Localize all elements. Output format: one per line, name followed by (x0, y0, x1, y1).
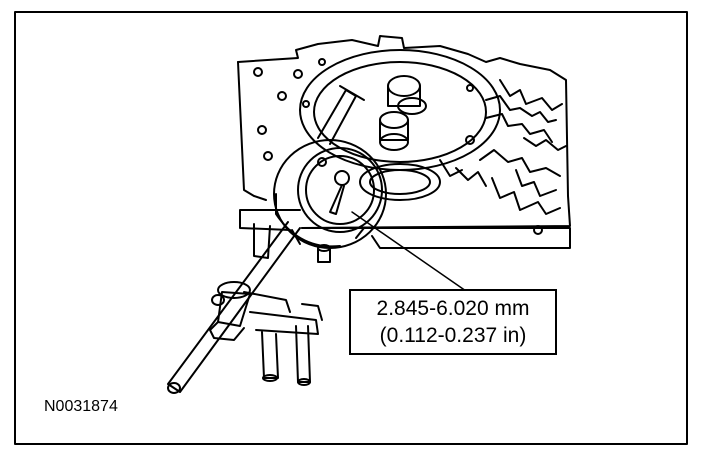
transmission-case (237, 35, 571, 263)
indicator-stand (167, 221, 323, 394)
endplay-callout: 2.845-6.020 mm (0.112-0.237 in) (349, 289, 557, 355)
callout-leader (351, 211, 467, 292)
figure-border (14, 11, 688, 445)
callout-metric: 2.845-6.020 mm (376, 297, 530, 320)
figure-id: N0031874 (44, 398, 118, 415)
callout-imperial: (0.112-0.237 in) (379, 324, 527, 347)
dial-indicator (273, 139, 387, 249)
